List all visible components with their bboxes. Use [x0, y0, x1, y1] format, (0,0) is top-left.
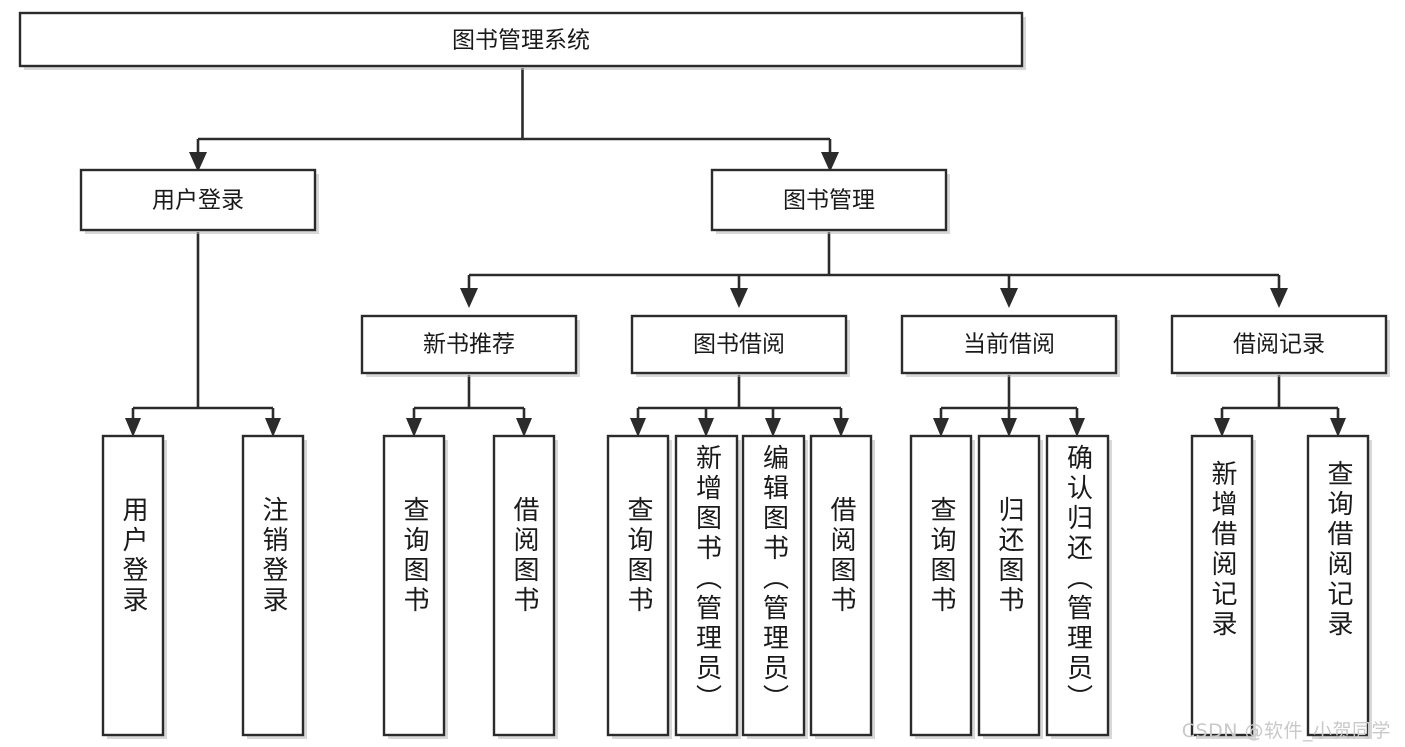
- arrow-to-new-book-rec: [460, 288, 478, 308]
- arrow-to-book-manage: [821, 152, 839, 172]
- leaf-query-book-3-rect[interactable]: [909, 434, 973, 737]
- arrow-to-leaf-confirm-return: [1069, 418, 1085, 437]
- node-user-login[interactable]: 用户登录: [79, 168, 319, 234]
- edges-book-borrow-to-leaves: [630, 375, 849, 437]
- leaf-return-book-rect[interactable]: [977, 434, 1041, 737]
- arrow-to-leaf-add-book: [698, 418, 714, 437]
- node-root[interactable]: 图书管理系统: [18, 11, 1026, 70]
- node-new-book-rec-rect[interactable]: [360, 314, 578, 375]
- arrow-to-leaf-return-book: [1001, 418, 1017, 437]
- leaf-borrow-book-2-rect[interactable]: [809, 434, 873, 737]
- leaf-add-book-rect[interactable]: [674, 434, 739, 737]
- arrow-to-leaf-borrow-book-2: [833, 418, 849, 437]
- arrow-to-leaf-query-book-2: [630, 418, 646, 437]
- node-current-borrow-label: 当前借阅: [963, 332, 1055, 358]
- leaf-logout-rect[interactable]: [241, 434, 305, 737]
- leaf-boxes: [101, 434, 1372, 739]
- arrow-to-current-borrow: [1000, 288, 1018, 308]
- node-book-borrow-rect[interactable]: [630, 314, 848, 375]
- node-new-book-rec[interactable]: 新书推荐: [360, 314, 580, 377]
- edges-new-book-rec-to-leaves: [406, 375, 532, 437]
- leaf-borrow-book-1-rect[interactable]: [492, 434, 556, 737]
- edges-borrow-record-to-leaves: [1214, 375, 1346, 437]
- arrow-to-leaf-edit-book: [765, 418, 781, 437]
- arrow-to-book-borrow: [730, 288, 748, 308]
- csdn-watermark: CSDN @软件_小贺同学: [1181, 720, 1391, 742]
- arrow-to-borrow-record: [1270, 288, 1288, 308]
- edges-book-manage-to-level2: [460, 232, 1288, 308]
- node-book-borrow[interactable]: 图书借阅: [630, 314, 850, 377]
- leaf-query-book-2-rect[interactable]: [606, 434, 670, 737]
- node-user-login-rect[interactable]: [79, 168, 317, 232]
- arrow-to-user-login: [189, 152, 207, 172]
- node-user-login-label: 用户登录: [152, 188, 244, 214]
- node-book-manage-label: 图书管理: [783, 188, 875, 214]
- leaf-query-book-1-rect[interactable]: [382, 434, 446, 737]
- node-borrow-record[interactable]: 借阅记录: [1170, 314, 1390, 377]
- node-borrow-record-rect[interactable]: [1170, 314, 1388, 375]
- node-book-manage-rect[interactable]: [710, 168, 948, 232]
- leaf-edit-book-rect[interactable]: [741, 434, 806, 737]
- edges-current-borrow-to-leaves: [933, 375, 1085, 437]
- arrow-to-leaf-add-record: [1214, 418, 1230, 437]
- arrow-to-leaf-logout: [265, 418, 281, 437]
- leaf-user-login-rect[interactable]: [101, 434, 165, 737]
- leaf-add-record-rect[interactable]: [1190, 434, 1254, 737]
- leaf-confirm-return-rect[interactable]: [1045, 434, 1110, 737]
- node-book-manage[interactable]: 图书管理: [710, 168, 950, 234]
- node-root-rect[interactable]: [18, 11, 1024, 68]
- node-current-borrow-rect[interactable]: [900, 314, 1118, 375]
- node-new-book-rec-label: 新书推荐: [423, 332, 515, 358]
- node-root-label: 图书管理系统: [452, 28, 590, 54]
- leaf-query-record-rect[interactable]: [1306, 434, 1370, 737]
- arrow-to-leaf-query-book-3: [933, 418, 949, 437]
- node-borrow-record-label: 借阅记录: [1233, 332, 1325, 358]
- edges-root-to-level1: [189, 68, 839, 172]
- arrow-to-leaf-query-record: [1330, 418, 1346, 437]
- arrow-to-leaf-query-book-1: [406, 418, 422, 437]
- node-book-borrow-label: 图书借阅: [693, 332, 785, 358]
- arrow-to-leaf-borrow-book-1: [516, 418, 532, 437]
- node-current-borrow[interactable]: 当前借阅: [900, 314, 1120, 377]
- edges-user-login-to-leaves: [125, 232, 281, 437]
- arrow-to-leaf-user-login: [125, 418, 141, 437]
